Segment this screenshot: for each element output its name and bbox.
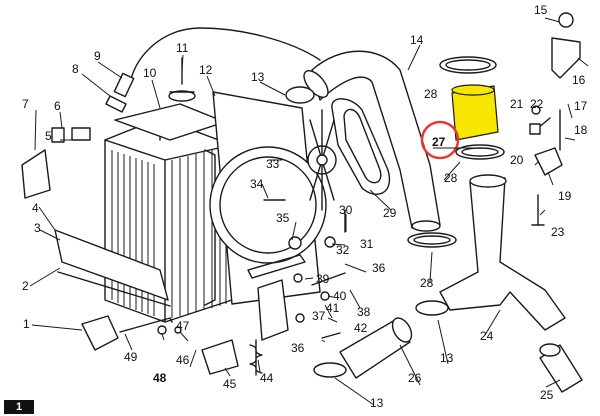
label-28-top: 28 — [424, 87, 438, 101]
label-35: 35 — [276, 211, 290, 225]
label-40: 40 — [333, 289, 347, 303]
label-12: 12 — [199, 63, 213, 77]
left-parts — [21, 127, 173, 351]
label-42: 42 — [354, 321, 368, 335]
label-22: 22 — [530, 97, 544, 111]
label-17: 17 — [574, 99, 588, 113]
highlight-circle — [420, 120, 460, 160]
label-33: 33 — [266, 157, 280, 171]
label-32: 32 — [336, 243, 350, 257]
label-4: 4 — [32, 201, 39, 215]
label-36-lower: 36 — [291, 341, 305, 355]
label-34: 34 — [250, 177, 264, 191]
label-7: 7 — [22, 97, 29, 111]
label-39: 39 — [316, 272, 330, 286]
fan-shroud — [209, 91, 327, 305]
label-20: 20 — [510, 153, 524, 167]
label-48: 48 — [153, 371, 167, 385]
label-43: 49 — [124, 350, 138, 364]
label-10: 10 — [143, 66, 157, 80]
label-26: 26 — [408, 371, 422, 385]
label-46: 46 — [176, 353, 190, 367]
radiator-cap — [168, 57, 196, 102]
label-36-upper: 36 — [372, 261, 386, 275]
label-8: 8 — [72, 62, 79, 76]
fan — [307, 109, 337, 211]
label-45: 45 — [223, 377, 237, 391]
label-1: 1 — [23, 317, 30, 331]
label-5: 5 — [45, 129, 52, 143]
label-47: 47 — [176, 319, 190, 333]
small-fasteners — [105, 95, 541, 135]
label-25: 25 — [540, 388, 554, 402]
label-13-mid: 13 — [440, 351, 454, 365]
label-2: 2 — [22, 279, 29, 293]
label-3: 3 — [34, 221, 41, 235]
label-14: 14 — [410, 33, 424, 47]
part-labels: 15 14 9 11 8 10 12 13 16 28 7 6 21 22 17… — [22, 3, 588, 410]
upper-hose — [303, 50, 441, 232]
label-21: 21 — [510, 97, 524, 111]
thermostat-housing — [531, 12, 581, 226]
label-28-low: 28 — [420, 276, 434, 290]
label-37: 37 — [312, 309, 326, 323]
label-31: 31 — [360, 237, 374, 251]
label-11: 11 — [176, 41, 189, 55]
label-13-top: 13 — [251, 70, 265, 84]
label-27: 27 — [432, 135, 446, 149]
label-28-mid: 28 — [444, 171, 458, 185]
lower-hoses — [339, 317, 583, 393]
label-44: 44 — [260, 371, 274, 385]
label-30: 30 — [339, 203, 353, 217]
label-18: 18 — [574, 123, 588, 137]
drain-tube — [113, 27, 321, 98]
page-number-badge: 1 — [4, 400, 34, 414]
label-23: 23 — [551, 225, 565, 239]
hose-clamps — [285, 56, 505, 378]
label-41: 41 — [326, 301, 340, 315]
label-24: 24 — [480, 329, 494, 343]
label-9: 9 — [94, 49, 101, 63]
label-15: 15 — [534, 3, 548, 17]
bypass-hose — [331, 98, 391, 195]
highlighted-sleeve — [451, 84, 499, 141]
label-6: 6 — [54, 99, 61, 113]
leader-lines — [29, 17, 589, 406]
lower-pipe — [439, 174, 566, 331]
label-19: 19 — [558, 189, 572, 203]
label-38: 38 — [357, 305, 371, 319]
label-13-bottom: 13 — [370, 396, 384, 410]
label-29: 29 — [383, 206, 397, 220]
label-16: 16 — [572, 73, 586, 87]
